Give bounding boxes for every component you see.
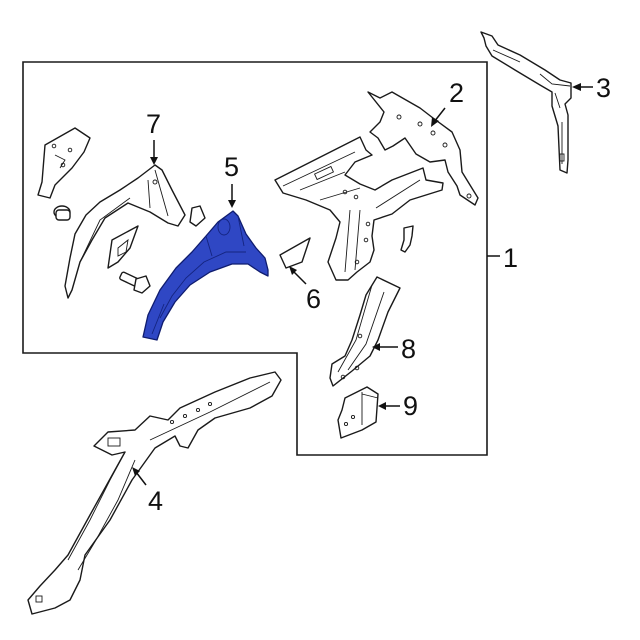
upper-left-bracket[interactable] xyxy=(37,127,91,199)
grommet[interactable] xyxy=(53,205,71,221)
callout-6-arrowhead xyxy=(289,266,297,275)
callout-4-arrowhead xyxy=(132,467,140,476)
part-7-wheelhouse[interactable] xyxy=(64,164,186,299)
part-9-bracket[interactable] xyxy=(337,386,379,439)
part-8-pillar[interactable] xyxy=(329,276,401,387)
callout-6: 6 xyxy=(306,284,322,314)
assembly-box-outline xyxy=(22,61,488,456)
callout-7: 7 xyxy=(146,109,162,139)
callout-8: 8 xyxy=(401,334,417,364)
callout-3-arrowhead xyxy=(572,83,581,91)
callout-3: 3 xyxy=(596,73,612,103)
callout-1: 1 xyxy=(503,243,519,273)
part-6-wedge[interactable] xyxy=(279,237,311,269)
reinforcement-plate[interactable] xyxy=(107,225,139,269)
inner-pillar-structure[interactable] xyxy=(274,136,444,281)
bolt[interactable] xyxy=(119,271,151,294)
part-4-rail[interactable] xyxy=(27,371,282,615)
callout-9: 9 xyxy=(403,391,419,421)
callout-2: 2 xyxy=(449,78,465,108)
callout-4: 4 xyxy=(148,486,164,516)
callout-7-arrowhead xyxy=(150,157,158,165)
part-5-wheelhouse-highlighted[interactable] xyxy=(142,210,269,341)
part-2-rail[interactable] xyxy=(367,91,479,206)
callout-5: 5 xyxy=(224,152,240,182)
callout-2-arrowhead xyxy=(431,117,439,127)
callout-4-leader xyxy=(135,471,147,486)
small-tab[interactable] xyxy=(189,205,206,227)
small-clip[interactable] xyxy=(400,225,414,253)
callout-8-arrowhead xyxy=(372,343,380,351)
part-3-brace[interactable] xyxy=(480,31,572,174)
callout-9-arrowhead xyxy=(378,402,386,410)
callout-5-arrowhead xyxy=(228,200,236,208)
